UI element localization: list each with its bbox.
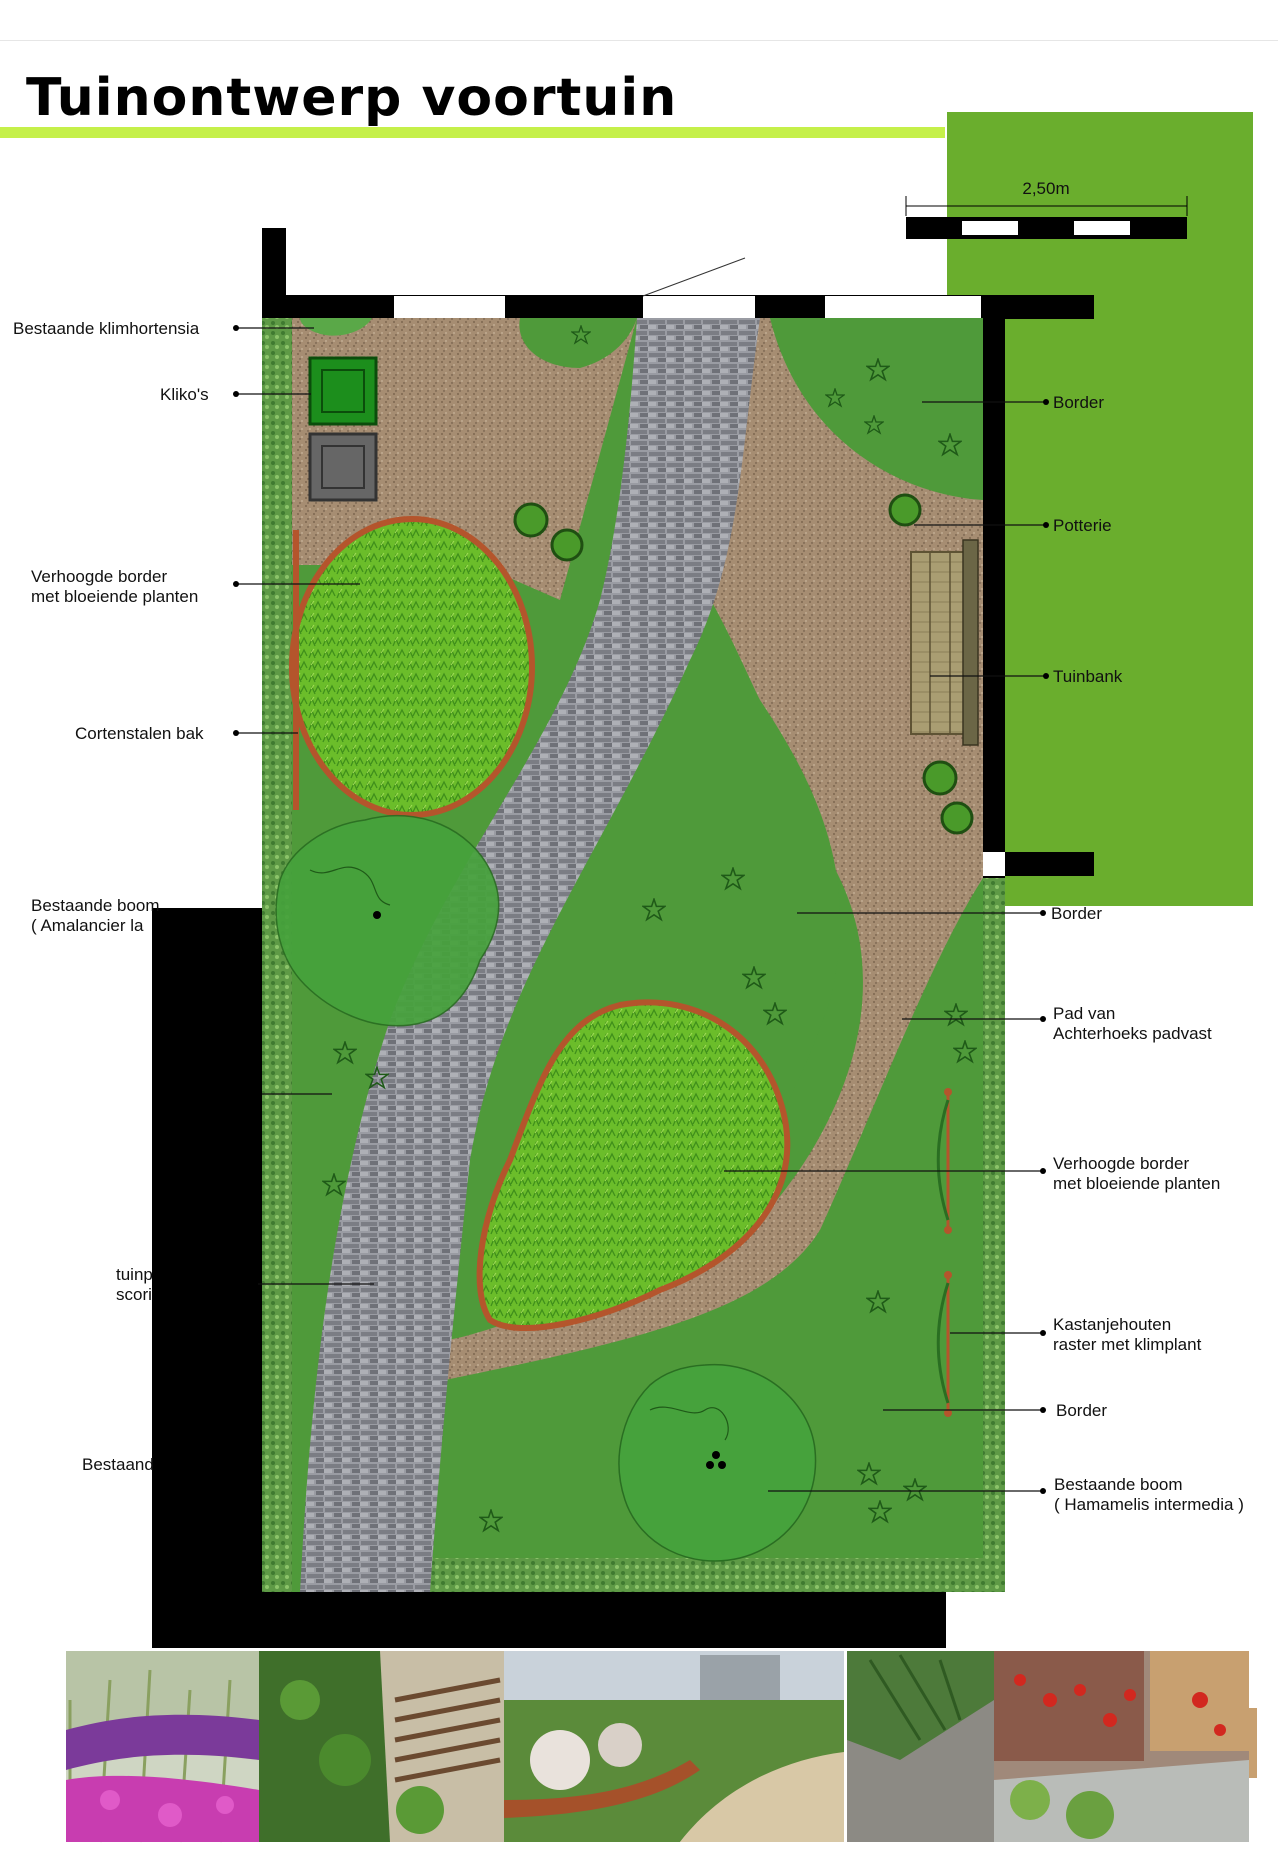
label-border-top: Border <box>1053 393 1105 412</box>
label-chestnut-fence-line1: Kastanjehouten <box>1053 1315 1172 1334</box>
label-garden-bench: Tuinbank <box>1053 667 1123 686</box>
wall-left-lower <box>152 908 262 1648</box>
gravel-path <box>430 318 983 1558</box>
label-border-middle: Border <box>1051 904 1103 923</box>
label-corten-bed: Cortenstalen bak <box>75 724 204 743</box>
pot-3 <box>888 493 922 527</box>
label-garden-path-line2: scori <box>116 1285 152 1304</box>
label-path-material-line2: Achterhoeks padvast <box>1053 1024 1212 1043</box>
title-underline <box>0 127 945 138</box>
hedge-bottom <box>430 1558 1005 1592</box>
label-tree-amelanchier: Bestaande boom ( Amalancier la <box>31 896 160 936</box>
pot-4 <box>922 760 958 796</box>
wall-bottom <box>262 1592 946 1648</box>
label-tree-amelanchier-line1: Bestaande boom <box>31 896 160 915</box>
paving-path <box>300 318 760 1592</box>
label-climbing-hydrangea: Bestaande klimhortensia <box>13 319 200 338</box>
pot-2 <box>550 528 584 562</box>
raised-bed-left <box>289 516 535 818</box>
label-tree-amelanchier-line2: ( Amalancier la <box>31 916 144 935</box>
climbing-hydrangea <box>300 318 372 336</box>
photo-strip <box>66 1651 1257 1843</box>
label-raised-bed-center-line2: met bloeiende planten <box>1053 1174 1221 1193</box>
label-raised-bed-center-line1: Verhoogde border <box>1053 1154 1190 1173</box>
wall-right <box>983 318 1005 878</box>
tree-amelanchier <box>275 814 500 1027</box>
label-potterie: Potterie <box>1053 516 1112 535</box>
label-tree-hamamelis-line1: Bestaande boom <box>1054 1475 1183 1494</box>
tree-hamamelis <box>618 1363 817 1562</box>
kliko-grey-bin <box>308 432 378 502</box>
label-existing: Bestaand <box>82 1455 154 1474</box>
label-tree-hamamelis: Bestaande boom ( Hamamelis intermedia ) <box>1054 1475 1244 1515</box>
label-border-bottom: Border <box>1056 1401 1108 1420</box>
leaders-left <box>236 327 374 1285</box>
label-garden-path: tuinp scori <box>116 1265 153 1305</box>
top-border-line <box>0 40 1278 41</box>
pot-1 <box>513 502 549 538</box>
label-raised-bed-left: Verhoogde border met bloeiende planten <box>31 567 198 607</box>
label-tree-hamamelis-line2: ( Hamamelis intermedia ) <box>1054 1495 1244 1514</box>
label-path-material: Pad van Achterhoeks padvast <box>1053 1004 1212 1044</box>
label-klikos: Kliko's <box>160 385 209 404</box>
label-chestnut-fence-line2: raster met klimplant <box>1053 1335 1202 1354</box>
border-top-right <box>770 318 983 500</box>
kliko-green-bin <box>308 356 378 426</box>
scale-bar <box>906 217 1187 239</box>
label-chestnut-fence: Kastanjehouten raster met klimplant <box>1053 1315 1201 1355</box>
label-raised-bed-center: Verhoogde border met bloeiende planten <box>1053 1154 1220 1194</box>
page-title: Tuinontwerp voortuin <box>26 68 678 128</box>
leaders-right <box>724 401 1046 1492</box>
label-raised-bed-left-line1: Verhoogde border <box>31 567 168 586</box>
scale-label: 2,50m <box>1022 179 1069 198</box>
pot-5 <box>940 801 974 835</box>
label-raised-bed-left-line2: met bloeiende planten <box>31 587 199 606</box>
raised-bed-center <box>476 999 791 1332</box>
label-garden-path-line1: tuinp <box>116 1265 153 1284</box>
label-path-material-line1: Pad van <box>1053 1004 1116 1023</box>
border-top-small <box>519 318 637 368</box>
hedge-right <box>983 878 1005 1592</box>
